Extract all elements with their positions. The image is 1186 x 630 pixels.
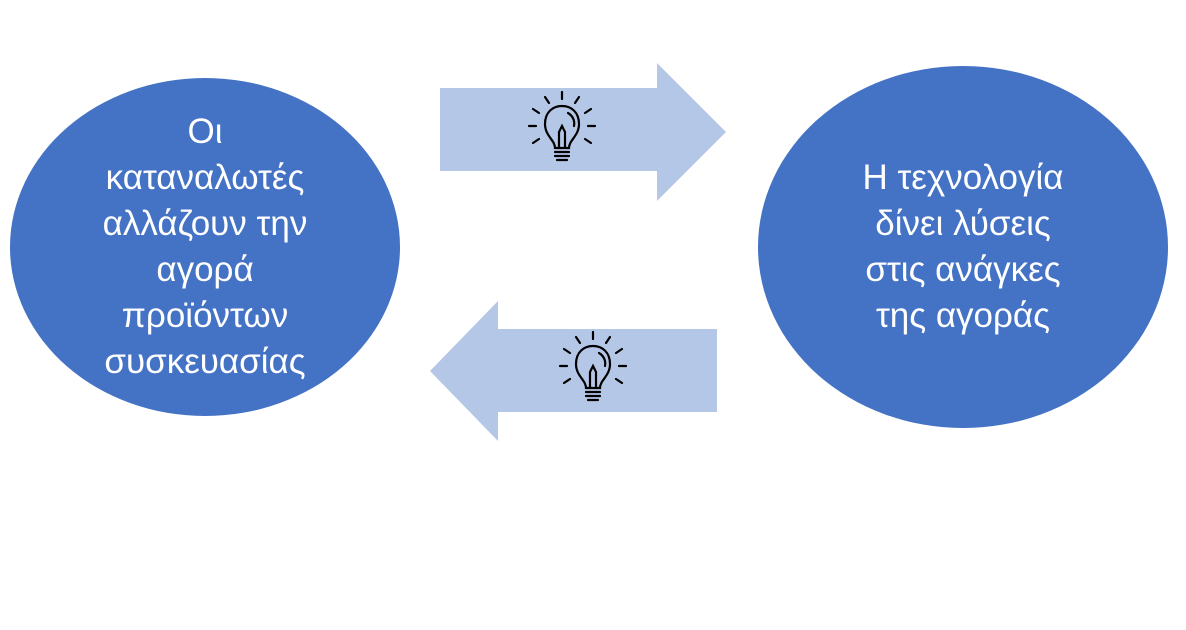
consumers-node: Οι καταναλωτές αλλάζουν την αγορά προϊόν… — [10, 78, 400, 416]
technology-node-label: Η τεχνολογία δίνει λύσεις στις ανάγκες τ… — [862, 158, 1064, 335]
arrow-left-shape — [430, 301, 717, 441]
consumers-node-label: Οι καταναλωτές αλλάζουν την αγορά προϊόν… — [102, 112, 308, 381]
icon-backdrop — [532, 91, 592, 169]
technology-node: Η τεχνολογία δίνει λύσεις στις ανάγκες τ… — [758, 66, 1168, 428]
arrow-to-consumers — [430, 301, 717, 441]
arrow-to-technology — [440, 63, 726, 201]
